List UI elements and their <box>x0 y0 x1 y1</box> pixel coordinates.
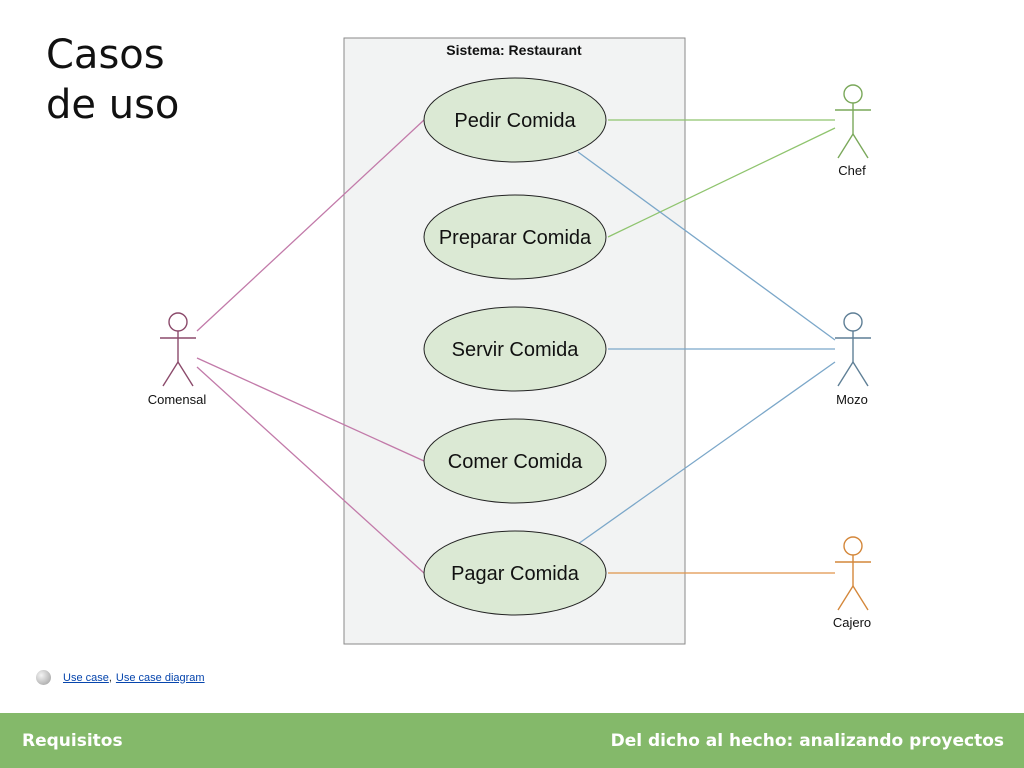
source-links: Use case , Use case diagram <box>36 670 205 685</box>
use-case-pedir[interactable]: Pedir Comida <box>423 77 607 163</box>
use-case-label: Pagar Comida <box>451 563 580 585</box>
use-case-servir[interactable]: Servir Comida <box>423 306 607 392</box>
use-case-preparar[interactable]: Preparar Comida <box>423 194 607 280</box>
actor-chef[interactable]: Chef <box>835 84 871 178</box>
association-mozo-pagar <box>577 361 836 545</box>
actor-comensal[interactable]: Comensal <box>148 312 207 407</box>
actor-mozo[interactable]: Mozo <box>835 312 871 407</box>
use-case-ellipse <box>423 194 607 280</box>
footer-right-text: Del dicho al hecho: analizando proyectos <box>610 731 1004 751</box>
use-case-diagram: Sistema: Restaurant Pedir Comida Prepara… <box>148 37 871 645</box>
use-case-label: Servir Comida <box>452 339 580 361</box>
use-case-ellipse <box>423 530 607 616</box>
use-case-label: Pedir Comida <box>454 110 576 132</box>
use-case-link[interactable]: Use case <box>63 671 109 684</box>
use-case-diagram-link[interactable]: Use case diagram <box>115 671 205 684</box>
use-case-ellipse <box>423 306 607 392</box>
wikipedia-icon <box>36 670 51 685</box>
actor-label: Chef <box>838 163 866 178</box>
slide-title: Casos de uso <box>46 30 179 130</box>
system-label: Sistema: Restaurant <box>446 42 582 58</box>
association-comensal-pagar <box>196 366 425 574</box>
use-case-ellipse <box>423 418 607 504</box>
use-case-pagar[interactable]: Pagar Comida <box>423 530 607 616</box>
footer-bar: Requisitos Del dicho al hecho: analizand… <box>0 713 1024 768</box>
use-case-label: Preparar Comida <box>439 227 592 249</box>
association-chef-preparar <box>607 127 836 238</box>
slide-title-line1: Casos <box>46 32 165 78</box>
stick-figure-icon <box>160 312 196 387</box>
use-case-comer[interactable]: Comer Comida <box>423 418 607 504</box>
slide-title-line2: de uso <box>46 82 180 128</box>
stick-figure-icon <box>835 312 871 387</box>
actor-label: Comensal <box>148 392 207 407</box>
associations <box>196 119 836 574</box>
stick-figure-icon <box>835 536 871 611</box>
actor-label: Mozo <box>836 392 868 407</box>
stick-figure-icon <box>835 84 871 159</box>
association-comensal-comer <box>196 357 425 462</box>
use-case-ellipse <box>423 77 607 163</box>
actor-label: Cajero <box>833 615 871 630</box>
association-mozo-pedir <box>577 151 836 341</box>
actor-cajero[interactable]: Cajero <box>833 536 871 630</box>
footer-left-text: Requisitos <box>22 731 123 751</box>
link-separator: , <box>108 671 112 684</box>
use-case-label: Comer Comida <box>448 451 583 473</box>
association-comensal-pedir <box>196 119 425 332</box>
